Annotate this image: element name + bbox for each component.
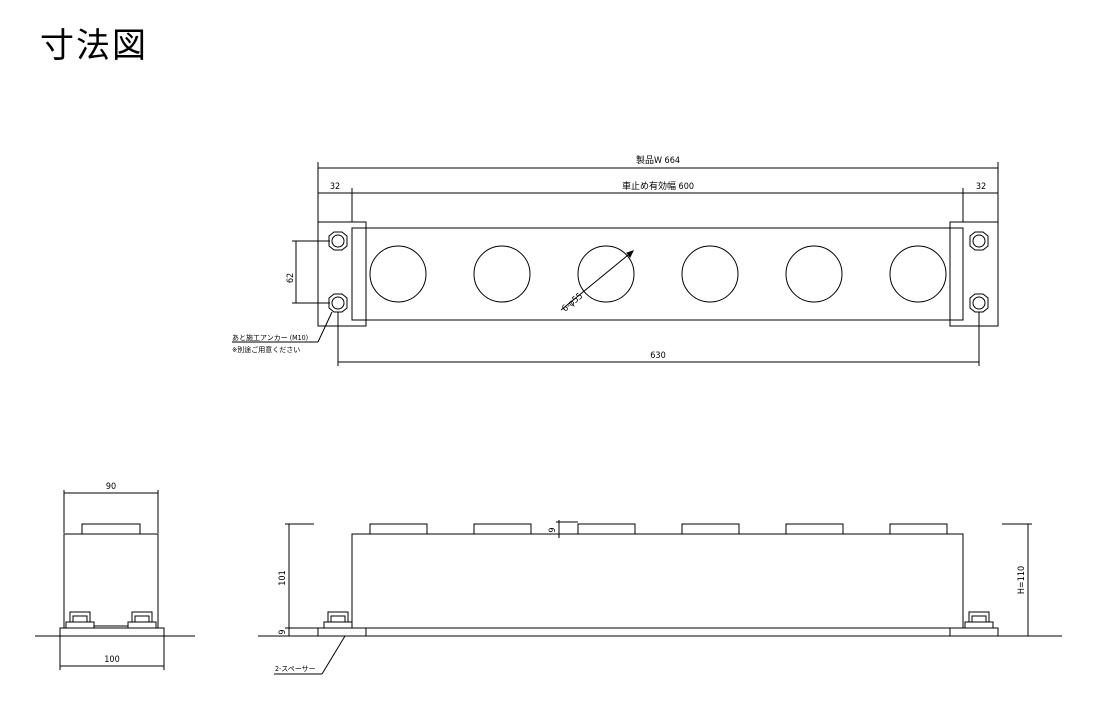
hole-4 (681, 245, 739, 303)
anchor-pitch-label: 62 (286, 273, 296, 283)
front-cap-4 (681, 523, 740, 535)
anchor-span-label: 630 (650, 351, 665, 361)
hole-1 (369, 245, 427, 303)
bolt-icon (328, 293, 348, 313)
hole-5 (785, 245, 843, 303)
cap-height-label: 9 (548, 527, 558, 532)
left-margin-label: 32 (330, 182, 340, 192)
hole-2 (473, 245, 531, 303)
bolt-icon (964, 611, 994, 629)
side-view: 90 100 (35, 482, 195, 670)
effective-width-label: 車止め有効幅 600 (622, 180, 694, 192)
front-cap-6 (889, 523, 948, 535)
front-cap-3 (577, 523, 636, 535)
body-height-label: 101 (278, 570, 288, 585)
total-height-label: H=110 (1017, 566, 1027, 594)
hole-spec-label: 6-φ55 (561, 291, 586, 314)
hole-leader (560, 250, 634, 311)
main-body-top (351, 227, 964, 321)
spacer-note: 2-スペーサー (275, 665, 316, 673)
bolt-icon (969, 231, 989, 251)
spacer-height-label: 9 (278, 629, 288, 634)
right-end-plate (949, 221, 999, 327)
front-cap-1 (369, 523, 428, 535)
anchor-note-line2: ※別途ご用意ください (232, 345, 300, 354)
front-view: 101 9 9 H=110 2-スペーサー (258, 520, 1062, 675)
page-title: 寸法図 (40, 26, 148, 66)
bolt-icon (127, 611, 157, 629)
bolt-icon (969, 293, 989, 313)
left-end-plate (317, 221, 367, 327)
side-base-plate (59, 627, 165, 637)
bolt-icon (328, 231, 348, 251)
front-cap-2 (473, 523, 532, 535)
front-right-base (949, 627, 999, 637)
spacer-leader (321, 635, 346, 675)
front-left-base (317, 627, 367, 637)
anchor-leader (317, 311, 333, 343)
hole-6 (889, 245, 947, 303)
overall-width-label: 製品W 664 (636, 154, 680, 166)
top-width-label: 90 (106, 482, 116, 492)
front-cap-5 (785, 523, 844, 535)
hole-3 (577, 245, 635, 303)
top-view: 製品W 664 車止め有効幅 600 32 32 6-φ55 (232, 154, 999, 366)
side-body (63, 533, 159, 629)
front-body (351, 533, 964, 629)
bolt-icon (65, 611, 95, 629)
base-width-label: 100 (104, 655, 119, 665)
arrow-head (626, 250, 634, 258)
right-margin-label: 32 (976, 182, 986, 192)
bolt-icon (323, 611, 353, 629)
side-cap (81, 523, 141, 535)
anchor-note-line1: あと施工アンカー (M10) (232, 333, 308, 342)
